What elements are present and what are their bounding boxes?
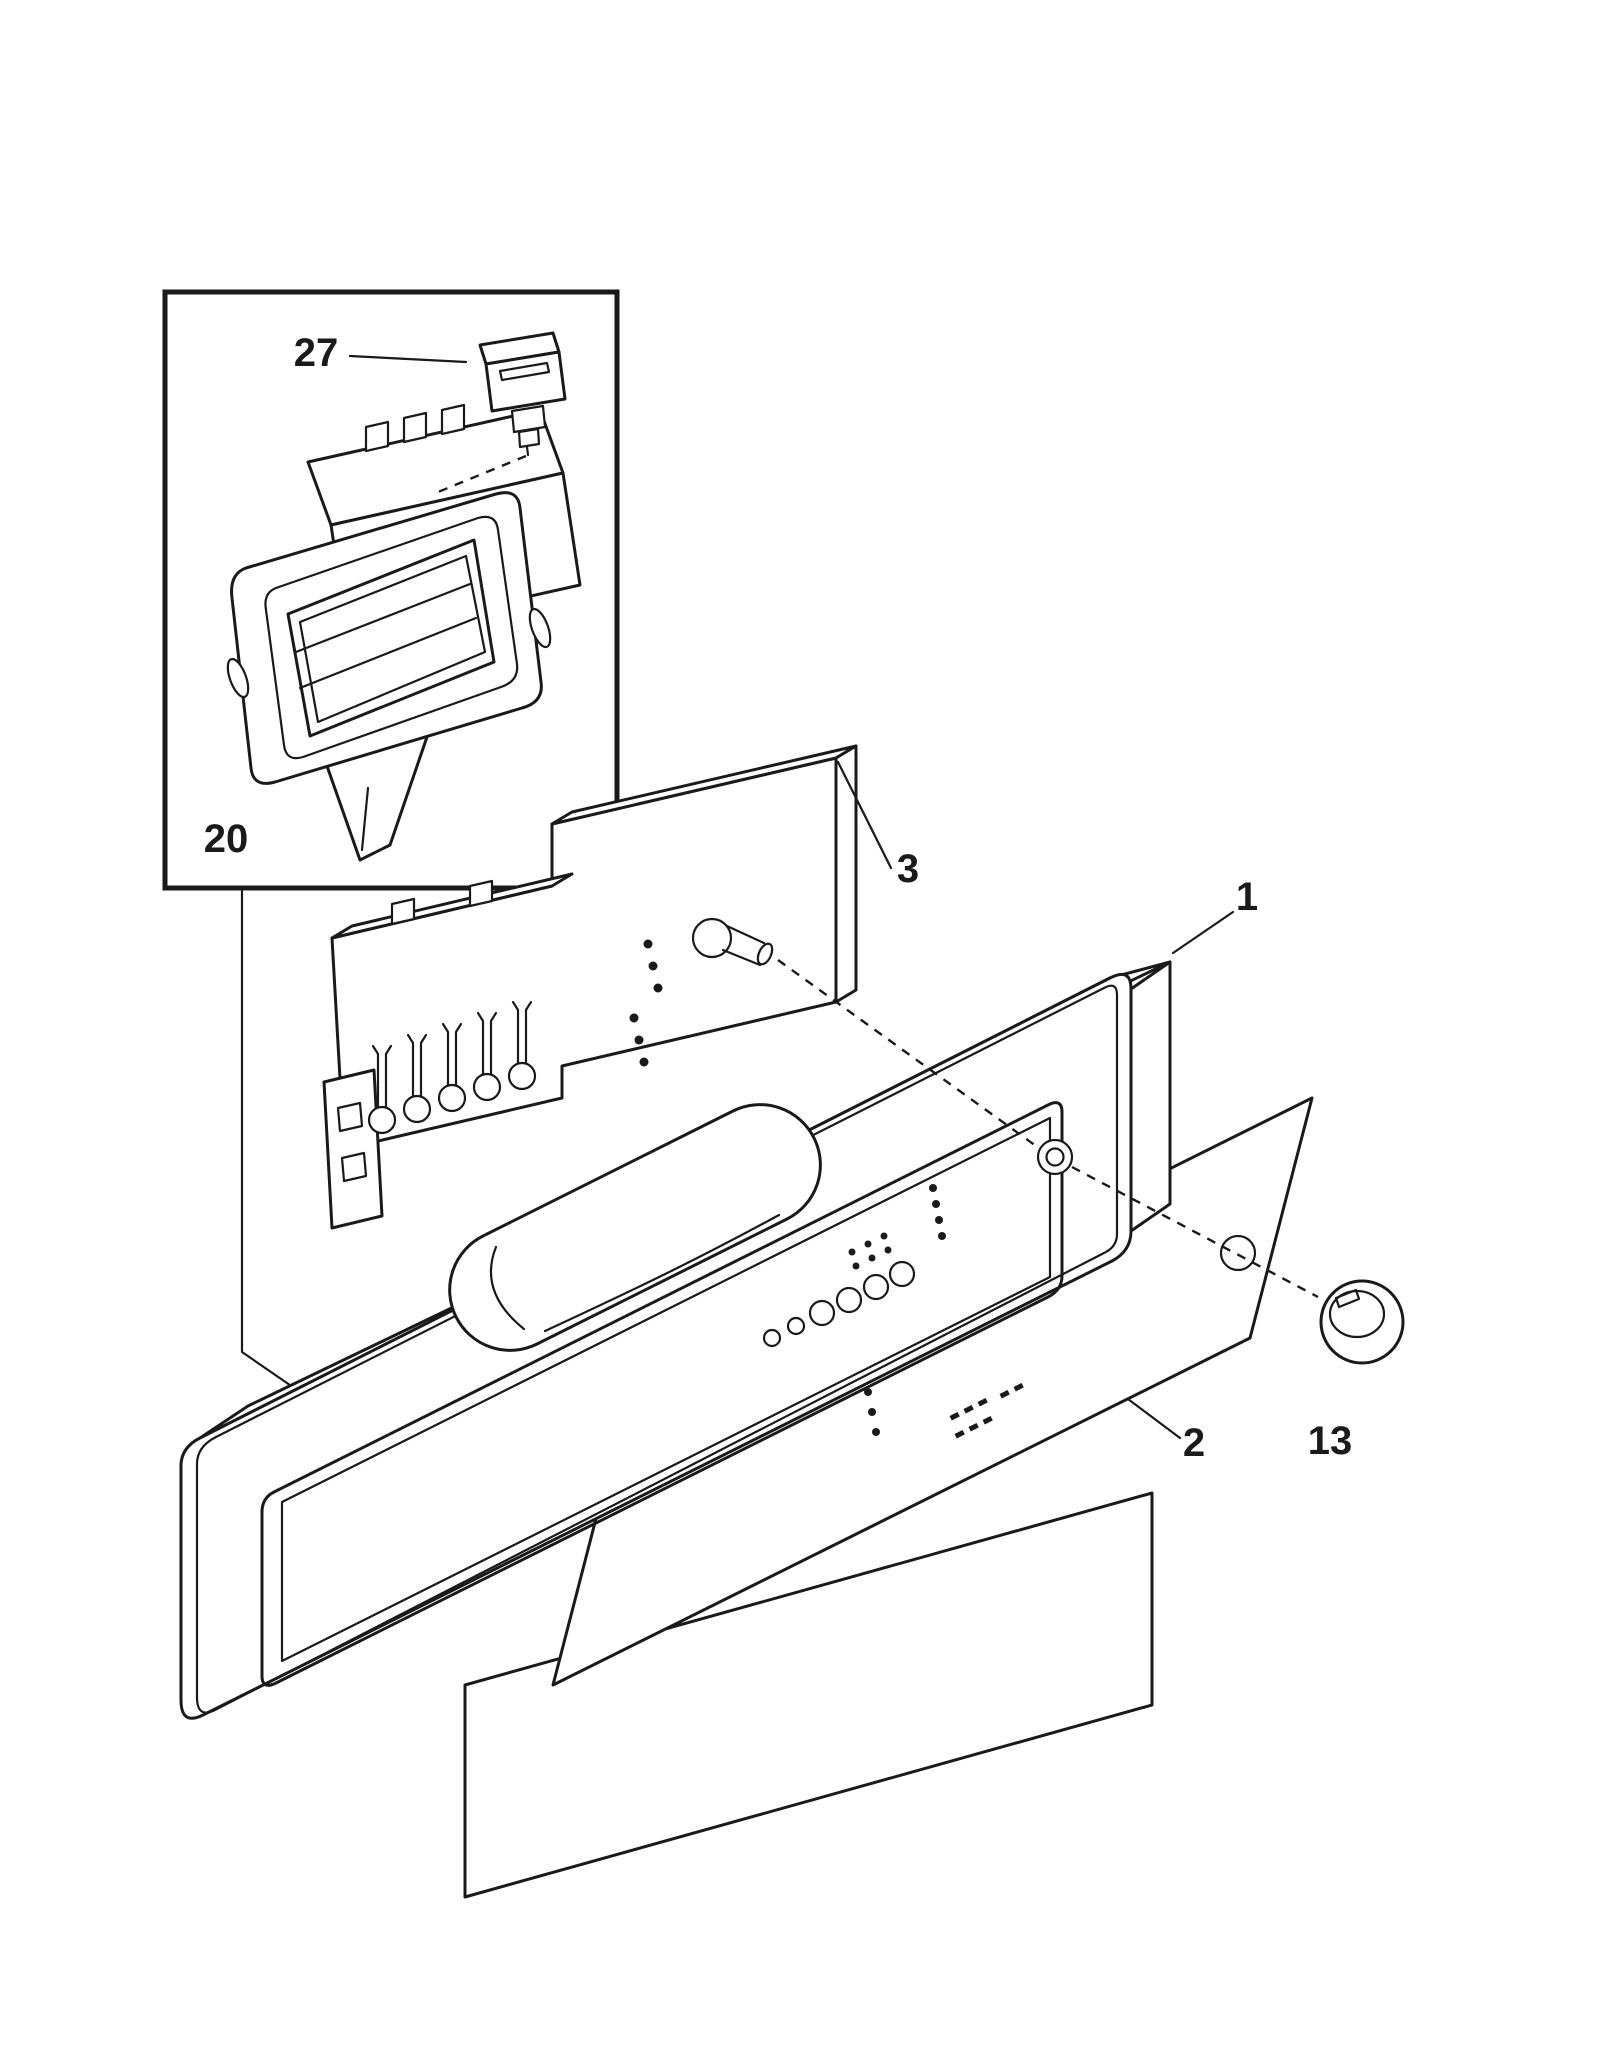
dispenser-flange [230,491,543,785]
panel-indicator-dots [848,1232,892,1270]
board-connector [322,1068,384,1230]
overlay-knob-hole [1219,1234,1257,1272]
dispenser-flange-inner-line [264,515,519,760]
panel-selector-hole [1036,1138,1074,1176]
callout-1-leader [1171,910,1235,955]
panel-front-face [179,972,1133,1720]
overlay-printed-marks [949,1382,1024,1439]
dispenser-left-slot [226,657,250,699]
panel-button-holes [762,1260,916,1348]
panel-to-knob-dash [1071,1165,1319,1299]
callout-27: 27 [294,331,339,375]
switch-slot [498,361,551,382]
dispenser-window [286,538,496,738]
board-led-dots [629,939,663,1067]
callout-3: 3 [897,847,919,891]
switch-neck [510,404,547,434]
part-1-control-panel [179,960,1172,1720]
callout-27-leader [348,354,468,364]
board-clips [390,879,494,926]
panel-window [260,1101,1064,1687]
callout-3-leader [836,760,893,870]
dispenser-right-slot [528,607,552,649]
panel-front-inner-line [195,984,1119,1714]
knob-body [1319,1279,1405,1365]
dispenser-window-inner-line [298,554,487,724]
panel-led-column [929,1184,946,1240]
callout-2: 2 [1183,1421,1205,1465]
switch-front-face [484,350,567,413]
switch-foot [517,427,541,449]
alignment-dash-lines [777,959,1319,1299]
inset-box-border [162,289,620,891]
part-27-switch [478,331,567,457]
overlay-indicator-dots [864,1388,880,1436]
dispenser-housing-tabs [364,403,466,453]
part-20-dispenser [226,403,582,862]
shaft-to-panel-dash [777,959,1037,1147]
panel-handle-recess [448,1103,822,1352]
dispenser-window-detail [294,582,478,690]
callout-1: 1 [1236,875,1258,919]
panel-handle-recess-end [489,1245,526,1331]
part-13-knob [1319,1279,1405,1365]
inset-leader-line [240,888,302,1394]
part-3-control-board [322,744,858,1230]
dispenser-funnel [325,732,430,862]
callout-13: 13 [1308,1419,1353,1463]
callout-20: 20 [204,817,249,861]
board-selector-shaft [691,917,774,967]
callout-2-leader [1126,1397,1182,1440]
bottom-access-panel [463,1491,1154,1899]
board-end-face [834,744,858,1004]
callouts: 3 1 2 13 [836,760,1353,1465]
panel-window-inner-line [280,1116,1052,1663]
inset-detail-box: 27 20 [162,289,620,891]
knob-pointer-slot [1334,1288,1361,1309]
switch-pin [525,445,530,457]
panel-end-face [1129,960,1172,1233]
board-pot-shafts [367,1000,537,1135]
panel-handle-recess-inner [543,1213,781,1333]
